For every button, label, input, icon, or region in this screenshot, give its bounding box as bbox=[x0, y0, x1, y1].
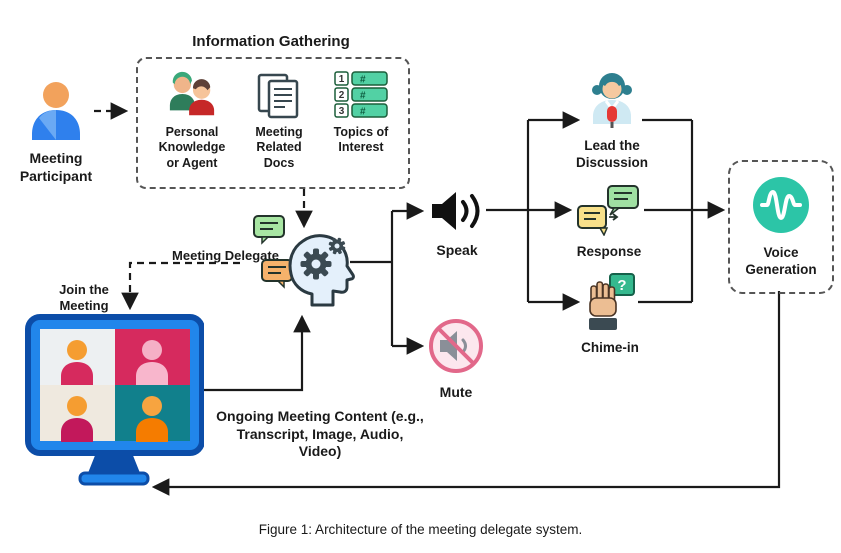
speak-node bbox=[428, 188, 486, 234]
muted-speaker-icon bbox=[429, 319, 483, 373]
meeting-delegate-label: Meeting Delegate bbox=[172, 248, 279, 263]
mute-node bbox=[428, 318, 484, 374]
figure-caption: Figure 1: Architecture of the meeting de… bbox=[258, 522, 583, 537]
meeting-docs-node: Meeting Related Docs bbox=[240, 69, 318, 171]
speak-label: Speak bbox=[436, 242, 478, 258]
two-people-icon bbox=[169, 71, 215, 116]
lead-discussion-label: Lead the Discussion bbox=[575, 138, 649, 170]
head-gears-chat-icon bbox=[253, 215, 355, 307]
speaker-icon bbox=[432, 192, 480, 230]
topics-node: 1 # 2 # 3 # Topics of Interest bbox=[320, 69, 402, 156]
waveform-circle-icon bbox=[753, 177, 809, 233]
topics-num-1: 1 bbox=[339, 74, 345, 85]
meeting-participant-node bbox=[20, 76, 92, 148]
arrow-join-meeting bbox=[121, 261, 240, 311]
mute-label: Mute bbox=[439, 384, 473, 400]
meeting-screen-node bbox=[24, 314, 205, 490]
voice-generation-box: Voice Generation bbox=[728, 160, 834, 294]
topics-label: Topics of Interest bbox=[333, 125, 389, 155]
topics-hash-2: # bbox=[360, 91, 366, 102]
join-meeting-label: Join the Meeting bbox=[59, 282, 109, 314]
meeting-docs-label: Meeting Related Docs bbox=[255, 125, 303, 170]
chime-question-mark: ? bbox=[617, 277, 626, 294]
info-gathering-box: Personal Knowledge or Agent Meeting Rela… bbox=[136, 57, 410, 189]
numbered-list-icon: 1 # 2 # 3 # bbox=[334, 71, 388, 118]
participant-label: Meeting Participant bbox=[19, 150, 93, 184]
lead-discussion-node bbox=[584, 70, 640, 132]
documents-icon bbox=[257, 73, 299, 119]
ongoing-content-label: Ongoing Meeting Content (e.g., Transcrip… bbox=[216, 408, 424, 459]
info-gathering-title: Information Gathering bbox=[192, 33, 350, 50]
video-call-monitor-icon bbox=[25, 314, 205, 486]
response-node bbox=[576, 184, 642, 237]
topics-num-3: 3 bbox=[339, 106, 345, 117]
presenter-with-mic-icon bbox=[592, 73, 632, 128]
raised-hand-icon: ? bbox=[589, 273, 635, 330]
chime-in-label: Chime-in bbox=[581, 340, 639, 355]
topics-hash-3: # bbox=[360, 107, 366, 118]
chat-bubbles-icon bbox=[577, 185, 639, 237]
arrow-content-to-delegate bbox=[204, 314, 311, 392]
chime-in-node: ? bbox=[584, 272, 636, 332]
voice-generation-label: Voice Generation bbox=[745, 245, 817, 277]
topics-hash-1: # bbox=[360, 75, 366, 86]
personal-knowledge-node: Personal Knowledge or Agent bbox=[144, 69, 240, 171]
topics-num-2: 2 bbox=[339, 90, 345, 101]
response-label: Response bbox=[576, 244, 642, 259]
meeting-delegate-node bbox=[252, 208, 364, 308]
personal-knowledge-label: Personal Knowledge or Agent bbox=[158, 125, 226, 170]
person-icon bbox=[32, 82, 80, 140]
